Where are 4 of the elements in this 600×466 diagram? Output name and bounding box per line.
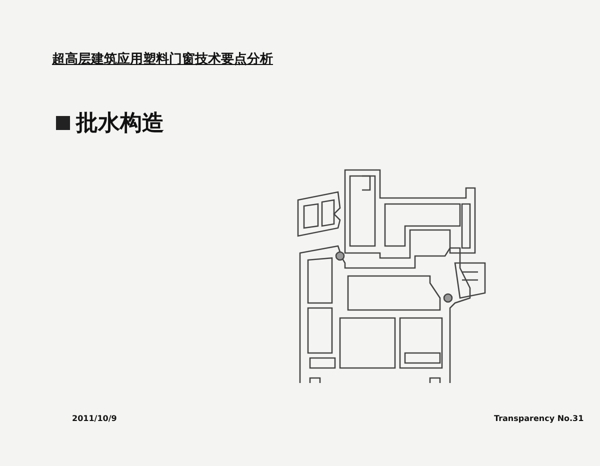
footer-date: 2011/10/9 <box>72 414 117 423</box>
page-number: Transparency No.31 <box>494 414 584 423</box>
slide-title: 超高层建筑应用塑料门窗技术要点分析 <box>52 50 273 68</box>
section-heading: 批水构造 <box>76 110 164 138</box>
